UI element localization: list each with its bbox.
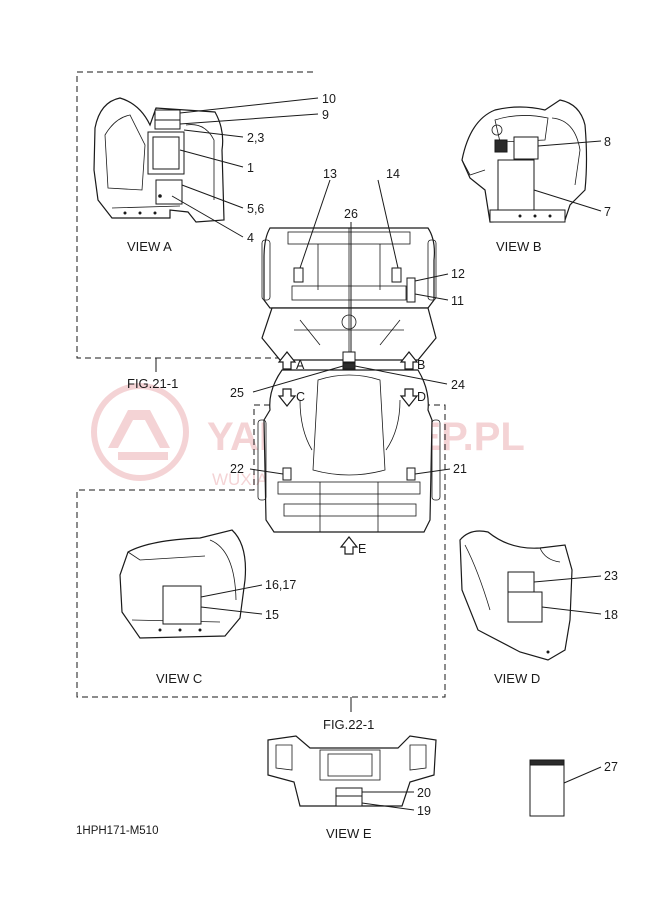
caption-view-c: VIEW C [156,671,202,686]
leader-lines [171,97,602,811]
callout-7: 7 [604,205,611,219]
callout-22: 22 [230,462,244,476]
view-e-drawing [267,735,437,807]
caption-view-d: VIEW D [494,671,540,686]
callout-2-3: 2,3 [247,131,264,145]
view-d-drawing [459,530,573,661]
view-c-frame [76,404,446,712]
view-b-drawing [461,99,588,223]
marker-a: A [296,358,305,372]
callout-4: 4 [247,231,254,245]
caption-view-e: VIEW E [326,826,372,841]
callout-18: 18 [604,608,618,622]
marker-c: C [296,390,305,404]
caption-view-b: VIEW B [496,239,542,254]
marker-d: D [417,390,426,404]
callout-9: 9 [322,108,329,122]
figure-ref-bottom: FIG.22-1 [323,717,374,732]
callout-1: 1 [247,161,254,175]
view-c-drawing [119,529,247,639]
callout-19: 19 [417,804,431,818]
callout-11: 11 [451,294,464,308]
callout-21: 21 [453,462,467,476]
callout-5-6: 5,6 [247,202,264,216]
marker-b: B [417,358,425,372]
view-captions: VIEW A VIEW B VIEW C VIEW D VIEW E FIG.2… [76,239,542,841]
direction-arrow-b: B [399,351,425,372]
callout-15: 15 [265,608,279,622]
callout-16-17: 16,17 [265,578,296,592]
callout-20: 20 [417,786,431,800]
caption-view-a: VIEW A [127,239,172,254]
callout-numbers: 10 9 2,3 1 5,6 4 8 7 13 14 26 12 11 25 2… [230,92,618,818]
callout-26: 26 [344,207,358,221]
callout-14: 14 [386,167,400,181]
direction-arrow-e: E [339,536,366,556]
atv-top-view [257,227,441,533]
watermark-logo [91,383,189,481]
callout-13: 13 [323,167,337,181]
part-27-label-drawing [529,759,565,817]
callout-10: 10 [322,92,336,106]
marker-e: E [358,542,366,556]
direction-arrow-d: D [399,388,426,407]
callout-12: 12 [451,267,465,281]
callout-27: 27 [604,760,618,774]
figure-ref-top: FIG.21-1 [127,376,178,391]
callout-23: 23 [604,569,618,583]
view-a-drawing [93,97,225,223]
callout-24: 24 [451,378,465,392]
callout-25: 25 [230,386,244,400]
direction-arrow-a: A [277,351,305,372]
callout-8: 8 [604,135,611,149]
diagram-code: 1HPH171-M510 [76,825,158,837]
direction-arrow-c: C [277,388,305,407]
